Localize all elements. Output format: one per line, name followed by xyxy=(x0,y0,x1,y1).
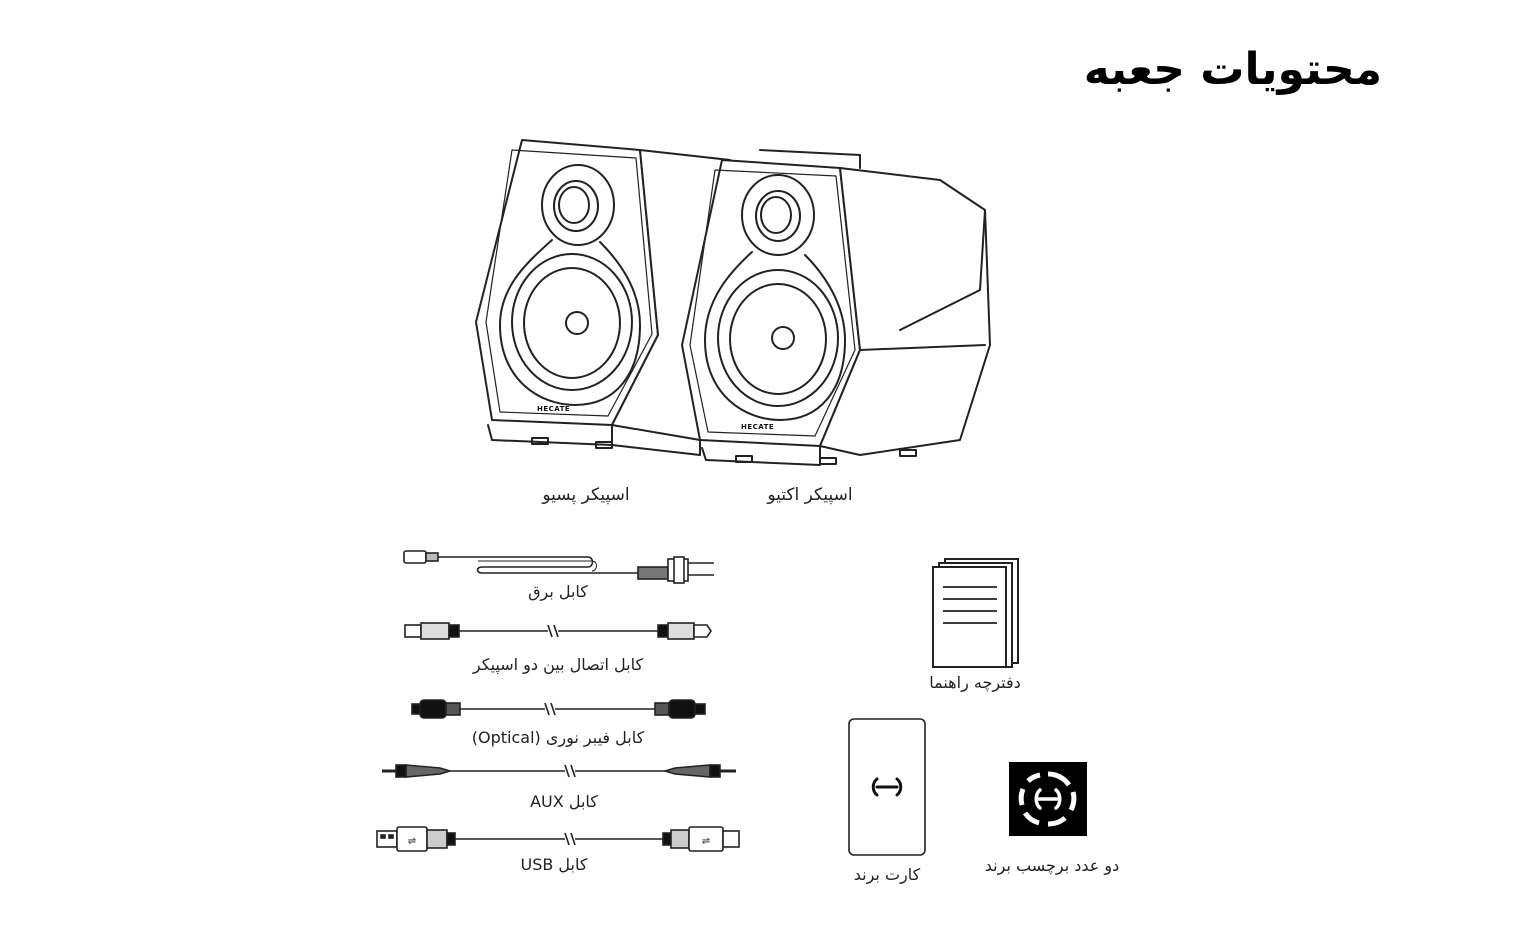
brand-card-icon xyxy=(848,718,926,856)
usb-cable-label: کابل USB xyxy=(520,855,588,874)
brand-card-label: کارت برند xyxy=(853,865,921,884)
passive-brand-mark: HECATE xyxy=(537,405,571,413)
passive-speaker-label: اسپیکر پسیو xyxy=(542,485,630,505)
svg-text:⇌: ⇌ xyxy=(702,836,710,847)
active-brand-mark: HECATE xyxy=(741,423,775,431)
brand-sticker-icon xyxy=(1009,762,1087,836)
aux-cable-icon xyxy=(382,764,736,778)
passive-speaker-icon xyxy=(475,139,746,456)
svg-text:⇌: ⇌ xyxy=(408,836,416,847)
speaker-link-cable-label: کابل اتصال بین دو اسپیکر xyxy=(472,655,644,674)
page-title: محتویات جعبه xyxy=(1083,44,1382,95)
speaker-link-cable-icon xyxy=(404,622,712,640)
aux-cable-label: کابل AUX xyxy=(530,792,598,811)
power-cable-icon xyxy=(403,550,714,584)
manual-icon xyxy=(932,558,1019,668)
power-cable-label: کابل برق xyxy=(528,582,588,601)
manual-label: دفترچه راهنما xyxy=(929,673,1021,692)
brand-sticker-label: دو عدد برچسب برند xyxy=(984,856,1120,875)
usb-cable-icon: ⇌ ⇌ xyxy=(376,826,740,852)
optical-cable-label: کابل فیبر نوری (Optical) xyxy=(471,728,645,747)
active-speaker-label: اسپیکر اکتیو xyxy=(767,485,853,505)
active-speaker-icon xyxy=(681,149,991,466)
optical-cable-icon xyxy=(411,699,706,719)
